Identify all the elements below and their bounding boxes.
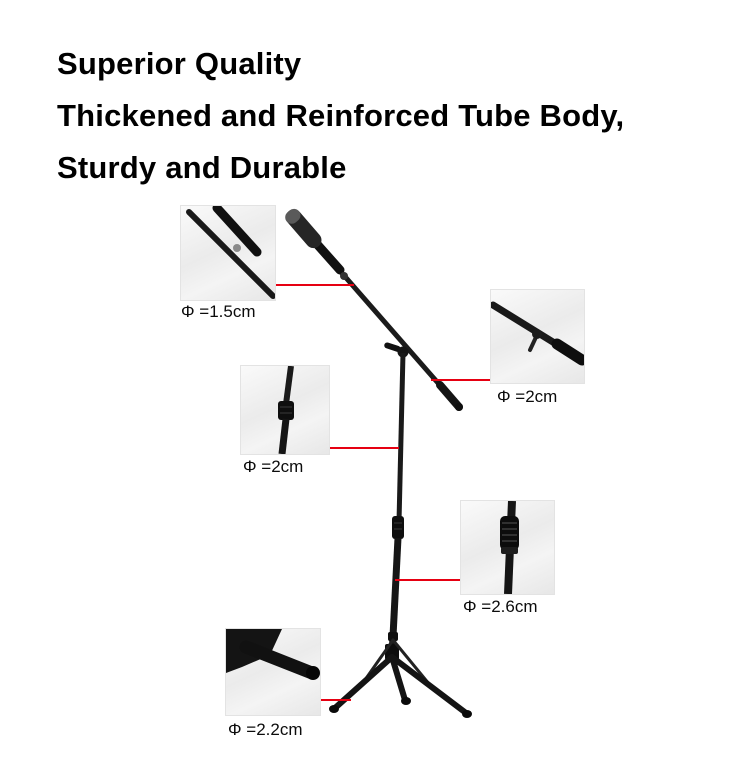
callout-lower-pole bbox=[460, 500, 555, 595]
boom-arm-closeup bbox=[491, 301, 584, 366]
boom-tip-closeup bbox=[186, 206, 275, 299]
tripod-leg-closeup bbox=[226, 629, 320, 680]
callout-upper-pole bbox=[240, 365, 330, 455]
callout-line-tripod-leg bbox=[321, 699, 351, 701]
callout-boom-arm bbox=[490, 289, 585, 384]
headline-line-2: Thickened and Reinforced Tube Body, bbox=[57, 98, 625, 133]
callout-line-boom-arm bbox=[431, 379, 490, 381]
headline-line-3: Sturdy and Durable bbox=[57, 150, 347, 185]
boom-pivot bbox=[384, 342, 409, 358]
lower-pole-closeup bbox=[500, 501, 519, 594]
headline-line-1: Superior Quality bbox=[57, 46, 302, 81]
diameter-label-boom-tip: Φ =1.5cm bbox=[181, 302, 256, 321]
callout-boom-tip bbox=[180, 205, 276, 301]
upper-pole-closeup bbox=[278, 366, 294, 454]
microphone bbox=[285, 208, 322, 249]
diameter-label-boom-arm: Φ =2cm bbox=[497, 387, 558, 406]
callout-line-lower-pole bbox=[395, 579, 460, 581]
tripod-base bbox=[329, 632, 472, 718]
boom-arm bbox=[310, 237, 463, 411]
diameter-label-tripod-leg: Φ =2.2cm bbox=[228, 720, 303, 739]
callout-tripod-leg bbox=[225, 628, 321, 716]
diameter-label-lower-pole: Φ =2.6cm bbox=[463, 597, 538, 616]
diameter-label-upper-pole: Φ =2cm bbox=[243, 457, 304, 476]
callout-line-boom-tip bbox=[276, 284, 354, 286]
callout-line-upper-pole bbox=[330, 447, 399, 449]
headline: Superior Quality Thickened and Reinforce… bbox=[57, 38, 624, 194]
vertical-pole bbox=[388, 352, 406, 657]
